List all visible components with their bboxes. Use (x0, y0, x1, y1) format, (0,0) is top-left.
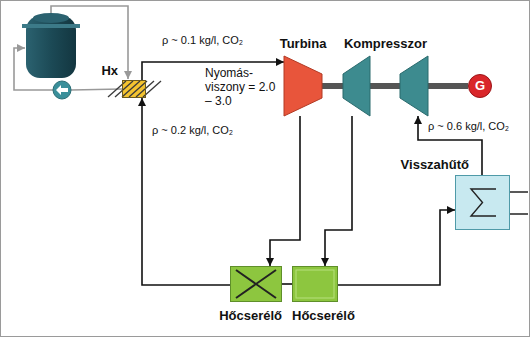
shaft (322, 83, 343, 89)
pump-symbol (53, 81, 71, 99)
shaft (428, 83, 468, 89)
node-label: Hőcserélő (219, 308, 282, 323)
recuperator: Hőcserélő (292, 266, 338, 302)
reactor-vessel (22, 13, 80, 78)
hxcross-shape (230, 266, 282, 302)
node-label: G (475, 79, 485, 93)
hxplain-shape (292, 266, 338, 302)
flow-line (270, 116, 300, 266)
node-label: Kompresszor (344, 36, 427, 51)
primary-loop (14, 6, 128, 90)
cooling-water-pipes (510, 192, 528, 214)
flow-line (325, 116, 352, 266)
node-label: Turbina (280, 36, 327, 51)
compressor: Kompresszor (343, 56, 428, 116)
cooler-shape (455, 175, 510, 230)
hx-shape (122, 80, 146, 98)
cooler: Visszahűtő (455, 175, 510, 230)
node-label: Hőcserélő (292, 308, 355, 323)
edge-label: ρ ~ 0.1 kg/l, CO₂ (160, 34, 245, 47)
generator: G (468, 74, 492, 98)
flow-line (282, 283, 292, 285)
flow-line (338, 210, 455, 285)
heat-exchanger: Hx (122, 80, 146, 98)
turb-shape (284, 56, 322, 116)
turbine: Turbina (284, 56, 322, 116)
edge-label: ρ ~ 0.6 kg/l, CO₂ (426, 120, 511, 133)
recuperator: Hőcserélő (230, 266, 282, 302)
node-label: Hx (101, 63, 118, 78)
node-label: Visszahűtő (401, 157, 469, 172)
comp-shape (343, 56, 428, 116)
edge-label: ρ ~ 0.2 kg/l, CO₂ (150, 124, 235, 137)
annotation: Nyomás- viszony = 2.0 – 3.0 (205, 66, 281, 108)
